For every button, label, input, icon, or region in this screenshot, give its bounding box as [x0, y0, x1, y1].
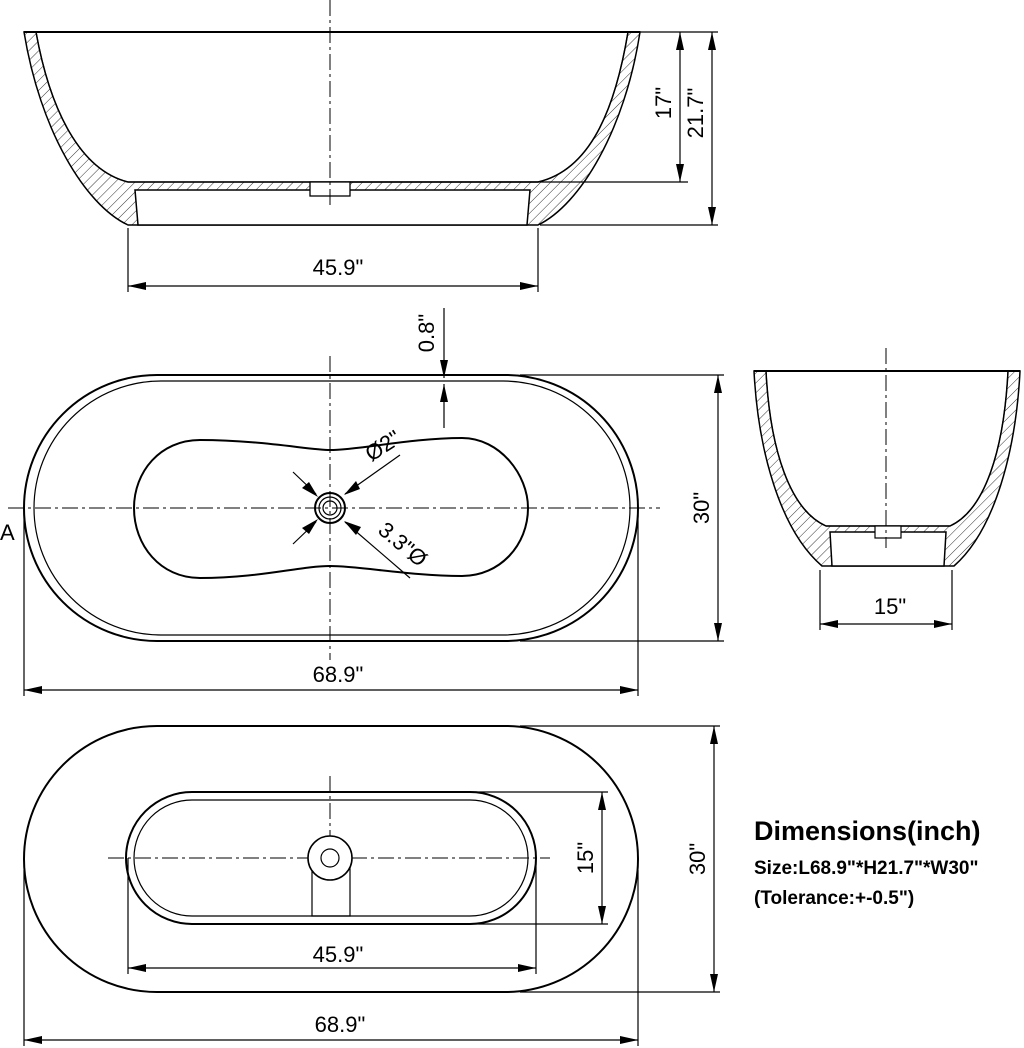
bottom-drain-outer: [307, 835, 353, 881]
bottom-width-label: 30": [685, 843, 710, 875]
drain-outer: [314, 492, 346, 524]
top-width-label: 30": [689, 492, 714, 524]
front-view: 45.9" 17" 21.7": [23, 0, 718, 292]
drain-channel: [311, 858, 351, 917]
section-marker-a: A: [0, 520, 15, 545]
info-block: Dimensions(inch) Size:L68.9"*H21.7"*W30"…: [754, 816, 981, 909]
side-base: [829, 531, 947, 567]
side-bottom-width-label: 15": [874, 594, 906, 619]
bottom-base-width-label: 15": [573, 842, 598, 874]
front-bottom-width-label: 45.9": [313, 255, 364, 280]
overflow-diameter-label: 3.3"Ø: [374, 517, 433, 572]
top-length-label: 68.9": [313, 662, 364, 687]
bottom-length-label: 68.9": [315, 1012, 366, 1037]
info-heading: Dimensions(inch): [754, 816, 981, 846]
top-inner-bowl: [132, 436, 530, 580]
bottom-view: 15" 30" 45.9" 68.9": [23, 725, 720, 1046]
front-inner-bowl: [35, 31, 629, 183]
info-size: Size:L68.9"*H21.7"*W30": [754, 858, 979, 879]
bottom-base-length-label: 45.9": [313, 942, 364, 967]
info-tolerance: (Tolerance:+-0.5"): [754, 888, 914, 909]
drain-diameter-label: Ø2": [361, 425, 406, 466]
total-height-label: 21.7": [683, 88, 708, 139]
rim-offset-label: 0.8": [414, 314, 439, 352]
top-view: 0.8" A Ø2" 3.3"Ø 30": [0, 308, 724, 696]
bottom-outer: [23, 725, 639, 993]
inner-depth-label: 17": [651, 87, 676, 119]
side-view: 15": [753, 348, 1021, 630]
front-base: [134, 189, 531, 226]
